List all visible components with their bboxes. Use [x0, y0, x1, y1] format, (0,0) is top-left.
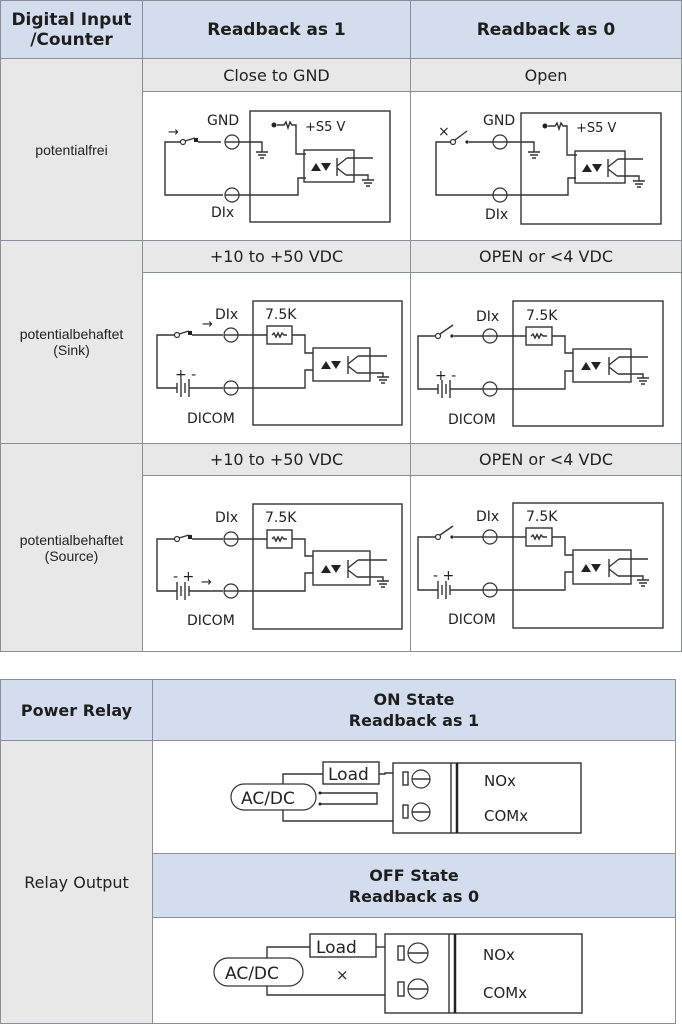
circuit-dry-contact-closed: GND DIx +S5 V → [164, 110, 391, 223]
battery-polarity: - + [433, 568, 454, 584]
col-header-readback-1: Readback as 1 [142, 0, 411, 59]
load-label: Load [316, 938, 357, 958]
diagram-sink-off: DIx DICOM 7.5K + - [410, 272, 682, 444]
condition-close-to-gnd: Close to GND [142, 58, 411, 92]
terminal-label-dix: DIx [476, 309, 499, 325]
open-mark-icon: × [438, 124, 450, 140]
battery-polarity: + - [175, 367, 196, 383]
battery-polarity: + - [435, 368, 456, 384]
terminal-label-dix: DIx [215, 307, 238, 323]
source-ellipse [230, 783, 317, 811]
terminal-label-dicom: DICOM [448, 412, 496, 428]
diagram-source-on: DIx DICOM 7.5K - + → [142, 475, 411, 652]
source-label: AC/DC [225, 964, 279, 984]
row-label-sink: potentialbehaftet (Sink) [0, 240, 143, 444]
closed-arrow-icon: → [168, 125, 179, 140]
circuit-source-on: DIx DICOM 7.5K - + → [156, 503, 403, 630]
supply-label: +S5 V [576, 121, 617, 136]
terminal-label-dicom: DICOM [187, 613, 235, 629]
diagram-dry-contact-open: GND DIx +S5 V × [410, 91, 682, 241]
load-label: Load [328, 765, 369, 785]
state-header-on: ON State Readback as 1 [152, 679, 676, 741]
condition-sink-off: OPEN or <4 VDC [410, 240, 682, 273]
terminal-label-dix: DIx [476, 509, 499, 525]
closed-arrow-icon: → [202, 317, 213, 332]
condition-source-off: OPEN or <4 VDC [410, 443, 682, 476]
diagram-relay-on: AC/DC Load NOx COMx [152, 740, 676, 854]
terminal-label-gnd: GND [207, 113, 239, 129]
resistor-label: 7.5K [526, 308, 558, 324]
col-header-readback-0: Readback as 0 [410, 0, 682, 59]
terminal-label-gnd: GND [483, 113, 515, 129]
resistor-label: 7.5K [265, 307, 297, 323]
corner-header-power-relay: Power Relay [0, 679, 153, 741]
diagram-relay-off: AC/DC Load × NOx COMx [152, 917, 676, 1024]
circuit-relay-on: AC/DC Load NOx COMx [230, 761, 582, 834]
resistor-label: 7.5K [526, 509, 558, 525]
row-label-potentialfrei: potentialfrei [0, 58, 143, 241]
diagram-source-off: DIx DICOM 7.5K - + [410, 475, 682, 652]
circuit-source-off: DIx DICOM 7.5K - + [417, 502, 664, 629]
row-label-source: potentialbehaftet (Source) [0, 443, 143, 652]
open-mark-icon: × [336, 966, 349, 984]
condition-sink-on: +10 to +50 VDC [142, 240, 411, 273]
circuit-sink-off: DIx DICOM 7.5K + - [417, 300, 664, 428]
closed-arrow-icon: → [201, 575, 212, 590]
state-header-off: OFF State Readback as 0 [152, 853, 676, 918]
terminal-label-dicom: DICOM [187, 411, 235, 427]
terminal-label-comx: COMx [484, 807, 528, 825]
condition-source-on: +10 to +50 VDC [142, 443, 411, 476]
circuit-relay-off: AC/DC Load × NOx COMx [213, 933, 583, 1014]
circuit-dry-contact-open: GND DIx +S5 V × [435, 112, 662, 225]
terminal-label-dix: DIx [211, 205, 234, 221]
row-label-relay-output: Relay Output [0, 740, 153, 1024]
circuit-sink-on: DIx DICOM 7.5K + - → [156, 300, 403, 427]
source-ellipse [213, 957, 304, 987]
terminal-label-dicom: DICOM [448, 612, 496, 628]
condition-open: Open [410, 58, 682, 92]
diagram-dry-contact-closed: GND DIx +S5 V → [142, 91, 411, 241]
diagram-sink-on: DIx DICOM 7.5K + - → [142, 272, 411, 444]
battery-polarity: - + [173, 569, 194, 585]
terminal-label-nox: NOx [484, 772, 516, 790]
corner-header-digital-input: Digital Input /Counter [0, 0, 143, 59]
resistor-label: 7.5K [265, 510, 297, 526]
source-label: AC/DC [241, 789, 295, 809]
terminal-label-dix: DIx [485, 207, 508, 223]
terminal-label-comx: COMx [483, 984, 527, 1002]
supply-label: +S5 V [305, 120, 346, 135]
terminal-label-nox: NOx [483, 946, 515, 964]
terminal-label-dix: DIx [215, 510, 238, 526]
